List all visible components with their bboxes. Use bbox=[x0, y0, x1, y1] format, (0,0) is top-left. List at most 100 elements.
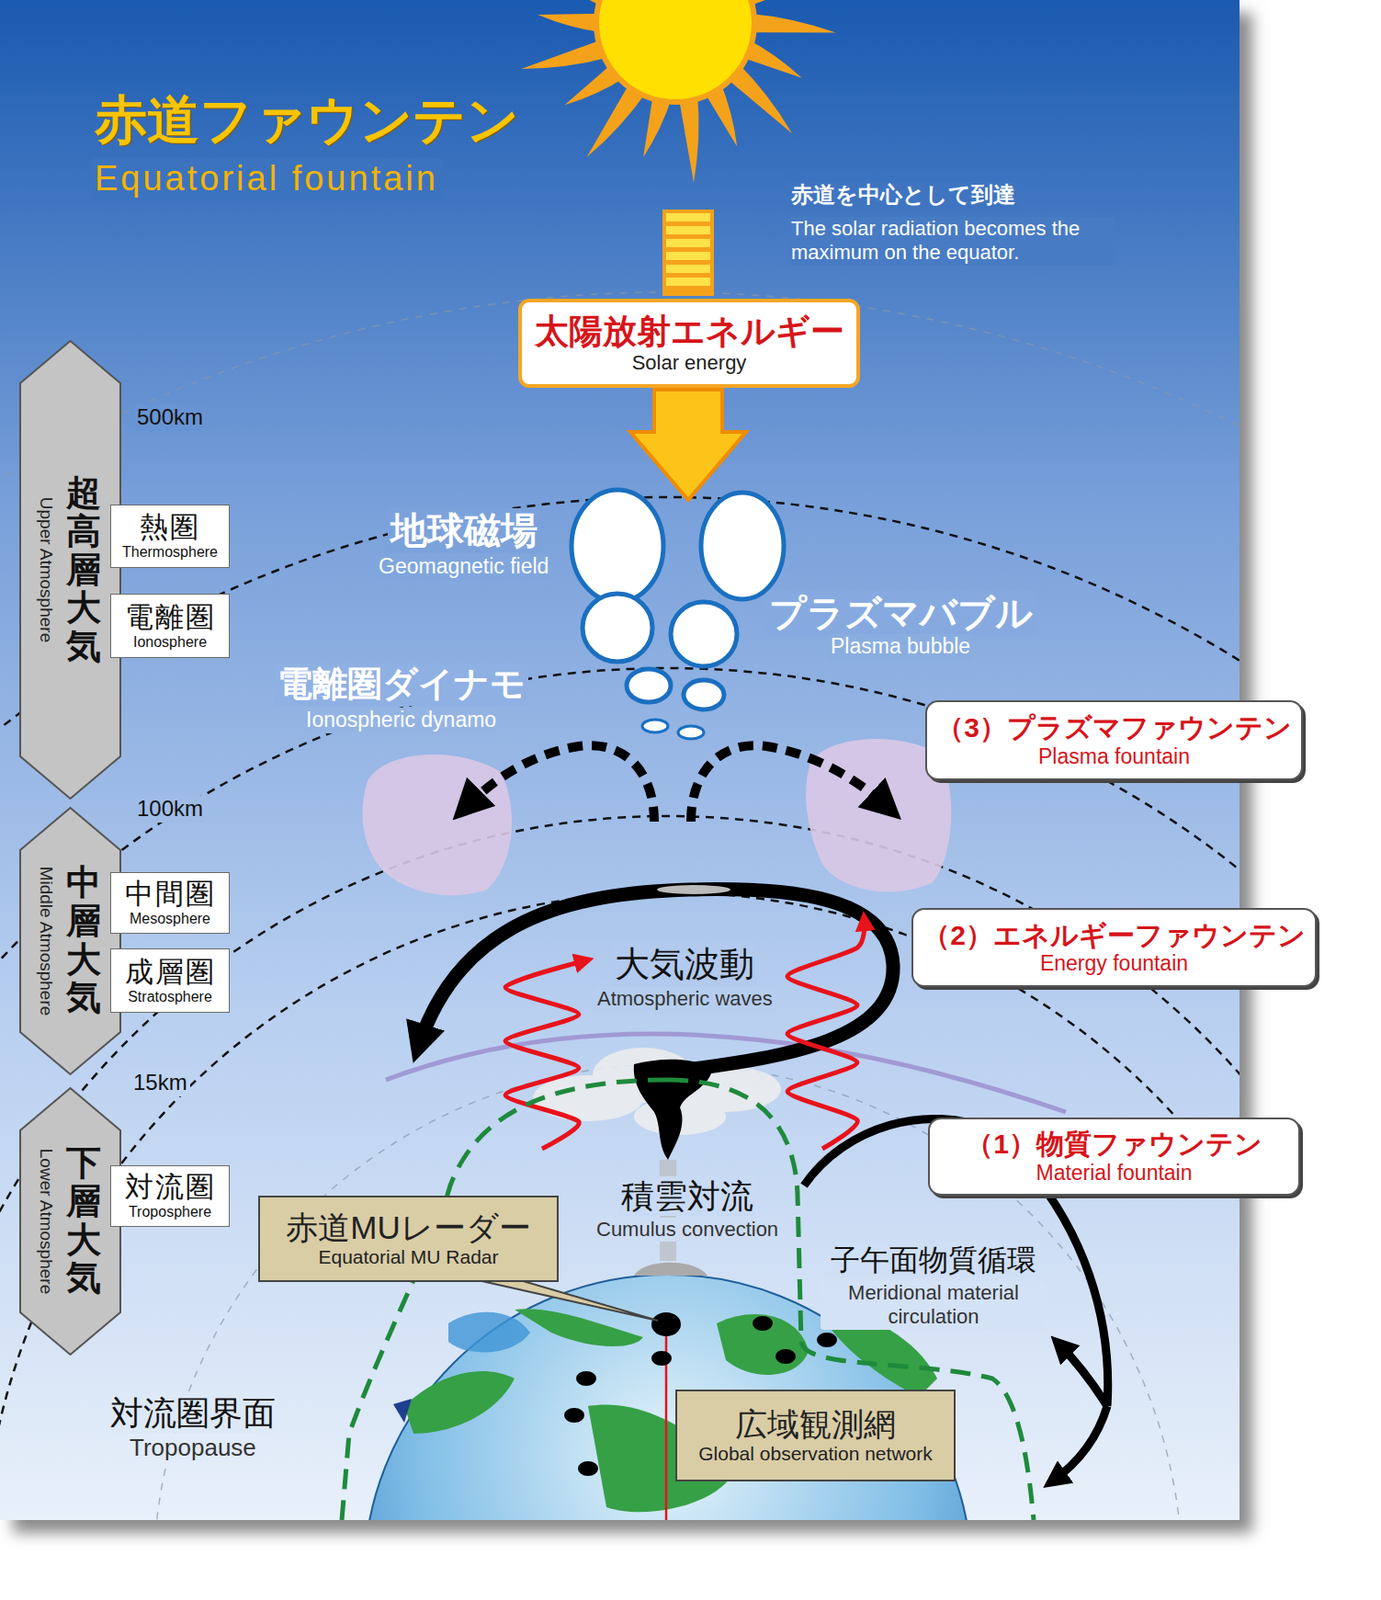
cumulus-plume bbox=[633, 1262, 708, 1276]
sphere-box: 対流圏Troposphere bbox=[110, 1165, 230, 1227]
land bbox=[716, 1313, 809, 1375]
solar-arrow bbox=[630, 389, 747, 500]
observation-site bbox=[576, 1370, 597, 1386]
solar-beam bbox=[666, 238, 711, 248]
fountain-box: （2）エネルギーファウンテンEnergy fountain bbox=[911, 907, 1317, 987]
altitude-shell bbox=[0, 497, 1240, 1520]
outer-shell bbox=[0, 292, 1240, 1520]
node-subtext: Energy fountain bbox=[1040, 950, 1189, 975]
plasma-fountain-arrow bbox=[690, 745, 890, 822]
observation-site bbox=[651, 1350, 672, 1366]
subtitle-text: Equatorial fountain bbox=[91, 158, 442, 201]
fountain-box: （1）物質ファウンテンMaterial fountain bbox=[928, 1117, 1301, 1196]
feature-label: Cumulus convection bbox=[593, 1217, 782, 1242]
sun-core bbox=[596, 0, 755, 102]
feature-label: 対流圏界面 bbox=[107, 1392, 279, 1433]
node-subtext: Lower Atmosphere bbox=[35, 1148, 57, 1294]
atmospheric-wave bbox=[787, 918, 865, 1149]
material-fountain-arrow bbox=[1058, 1343, 1108, 1406]
altitude-shell bbox=[0, 667, 1240, 1520]
plasma-bubble bbox=[571, 489, 664, 602]
observation-site bbox=[816, 1332, 838, 1348]
node-heading: 下層大気 bbox=[66, 1143, 102, 1298]
plasma-fountain-arrow bbox=[464, 745, 655, 822]
fountain-box: （3）プラズマファウンテンPlasma fountain bbox=[925, 700, 1303, 781]
node-subtext: Global observation network bbox=[698, 1442, 932, 1465]
node-heading: （3）プラズマファウンテン bbox=[936, 712, 1292, 745]
node-subtext: Middle Atmosphere bbox=[35, 866, 57, 1017]
tropopause-marker bbox=[393, 1398, 412, 1423]
energy-box: 太陽放射エネルギーSolar energy bbox=[518, 298, 861, 388]
solar-beam bbox=[666, 226, 711, 235]
feature-label: プラズマバブル bbox=[766, 590, 1036, 635]
node-subtext: Equatorial MU Radar bbox=[317, 1245, 499, 1268]
node-subtext: Material fountain bbox=[1035, 1160, 1192, 1185]
solar-beam bbox=[630, 209, 747, 500]
outer-shell bbox=[0, 292, 1240, 1520]
plasma-fountain-arrow bbox=[464, 745, 890, 822]
node-heading: 中間圏 bbox=[124, 877, 216, 911]
altitude-label: 100km bbox=[134, 795, 206, 823]
node-heading: 太陽放射エネルギー bbox=[534, 312, 845, 352]
feature-label: Ionospheric dynamo bbox=[303, 707, 499, 734]
node-subtext: Upper Atmosphere bbox=[35, 497, 57, 643]
sun-ray bbox=[537, 13, 602, 34]
facility-box: 赤道MUレーダーEquatorial MU Radar bbox=[258, 1195, 559, 1282]
solar-beam bbox=[666, 264, 711, 273]
feature-label: Tropopause bbox=[126, 1433, 260, 1462]
atmospheric-wave bbox=[505, 960, 587, 1149]
feature-label: Atmospheric waves bbox=[594, 986, 776, 1011]
plasma-bubble bbox=[582, 593, 653, 662]
plasma-bubble bbox=[571, 489, 784, 739]
observation-site bbox=[752, 1315, 773, 1331]
facility-box: 広域観測網Global observation network bbox=[675, 1389, 956, 1482]
node-subtext: Ionosphere bbox=[133, 633, 207, 651]
plasma-bubble bbox=[626, 668, 671, 702]
node-subtext: Plasma fountain bbox=[1038, 744, 1190, 769]
altitude-shell bbox=[0, 892, 1240, 1520]
sphere-box: 中間圏Mesosphere bbox=[110, 871, 230, 934]
observation-site bbox=[577, 1460, 599, 1476]
plasma-bubble bbox=[670, 601, 737, 667]
meridional-circulation bbox=[341, 1079, 668, 1520]
observation-site bbox=[564, 1407, 585, 1423]
land bbox=[514, 1308, 644, 1347]
material-fountain-arrow bbox=[1052, 1405, 1108, 1482]
plasma-bubble bbox=[642, 719, 668, 733]
node-heading: 電離圏 bbox=[124, 600, 216, 634]
node-subtext: Troposphere bbox=[128, 1203, 212, 1221]
atmospheric-wave bbox=[505, 918, 865, 1149]
sun bbox=[520, 0, 836, 183]
feature-label: 電離圏ダイナモ bbox=[274, 663, 529, 706]
sphere-box: 電離圏Ionosphere bbox=[110, 593, 230, 658]
feature-label: 子午面物質循環 bbox=[827, 1242, 1040, 1278]
node-heading: 赤道MUレーダー bbox=[285, 1209, 531, 1246]
note-text: The solar radiation becomes the maximum … bbox=[788, 216, 1116, 266]
altitude-shell bbox=[0, 497, 1240, 1520]
sun-ray bbox=[747, 13, 836, 34]
ionospheric-cloud bbox=[362, 754, 512, 895]
altitude-label: 500km bbox=[134, 404, 206, 431]
node-heading: 中層大気 bbox=[66, 863, 102, 1018]
observation-site bbox=[775, 1348, 796, 1364]
feature-label: 地球磁場 bbox=[387, 508, 541, 553]
feature-label: Plasma bubble bbox=[827, 633, 974, 660]
node-subtext: Thermosphere bbox=[122, 543, 218, 561]
feature-label: Meridional material circulation bbox=[820, 1280, 1047, 1330]
solar-beam bbox=[666, 213, 711, 222]
plasma-bubble bbox=[683, 679, 725, 710]
node-heading: 広域観測網 bbox=[735, 1405, 896, 1443]
solar-beam bbox=[662, 209, 714, 296]
radar-site bbox=[651, 1312, 681, 1336]
ionospheric-cloud bbox=[362, 738, 952, 895]
band-outline bbox=[20, 807, 121, 1075]
solar-beam bbox=[666, 277, 711, 286]
node-heading: （1）物質ファウンテン bbox=[965, 1128, 1263, 1161]
node-subtext: Solar energy bbox=[632, 350, 748, 374]
atmosphere-shells bbox=[0, 0, 1240, 1520]
feature-label: 積雲対流 bbox=[618, 1176, 757, 1216]
feature-label: 大気波動 bbox=[611, 943, 758, 986]
solar-beam bbox=[666, 251, 711, 261]
